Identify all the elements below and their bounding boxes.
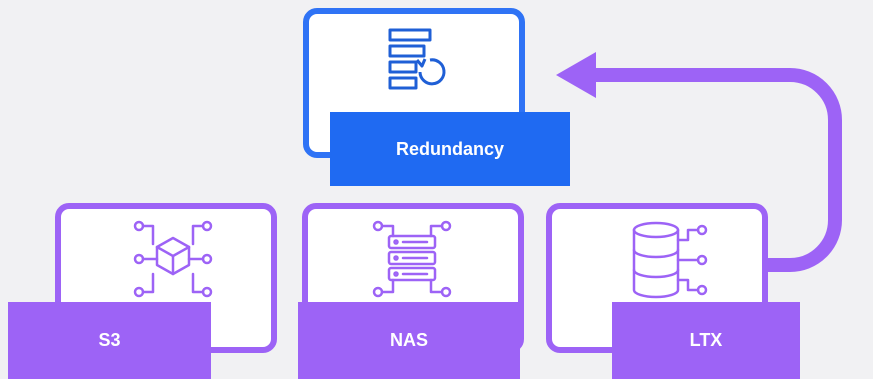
- redundancy-icon: [384, 26, 454, 102]
- database-icon: [626, 218, 710, 302]
- cube-network-icon: [131, 218, 215, 300]
- s3-label: S3: [8, 302, 211, 379]
- server-stack-icon: [369, 218, 455, 300]
- nas-label: NAS: [298, 302, 520, 379]
- redundancy-label: Redundancy: [330, 112, 570, 186]
- ltx-label: LTX: [612, 302, 800, 379]
- arrow-path: [592, 68, 842, 272]
- arrow-head: [556, 52, 596, 98]
